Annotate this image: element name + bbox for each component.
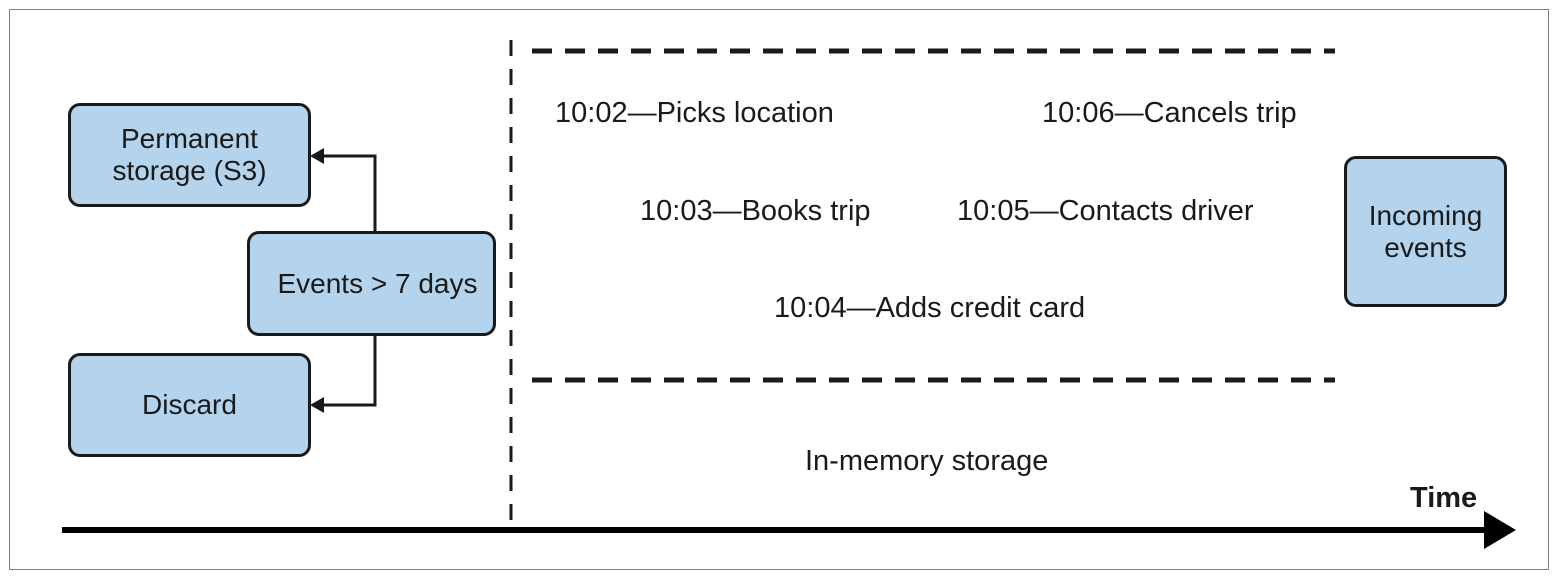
discard-box: Discard xyxy=(68,353,311,457)
time-axis-label: Time xyxy=(1410,482,1478,514)
event-1006-label: 10:06—Cancels trip xyxy=(1042,97,1297,129)
permanent-storage-label: Permanent storage (S3) xyxy=(112,123,267,186)
events-older-than-7-days-box: Events > 7 days xyxy=(247,231,496,336)
event-1003-label: 10:03—Books trip xyxy=(640,195,871,227)
discard-label: Discard xyxy=(142,389,237,420)
diagram-frame xyxy=(9,9,1549,570)
permanent-storage-box: Permanent storage (S3) xyxy=(68,103,311,207)
events-older-than-7-days-label: Events > 7 days xyxy=(277,267,478,299)
event-1004-label: 10:04—Adds credit card xyxy=(774,292,1086,324)
event-1005-label: 10:05—Contacts driver xyxy=(957,195,1254,227)
incoming-events-label: Incoming events xyxy=(1368,199,1483,263)
arrowhead-to-discard xyxy=(310,397,324,413)
incoming-events-box: Incoming events xyxy=(1344,156,1507,307)
connector-to-permanent xyxy=(320,154,377,233)
time-axis-arrowhead xyxy=(1484,511,1516,549)
arrowhead-to-permanent xyxy=(310,148,324,164)
event-1002-label: 10:02—Picks location xyxy=(555,97,834,129)
in-memory-storage-label: In-memory storage xyxy=(805,445,1049,477)
connector-to-discard xyxy=(320,334,377,407)
